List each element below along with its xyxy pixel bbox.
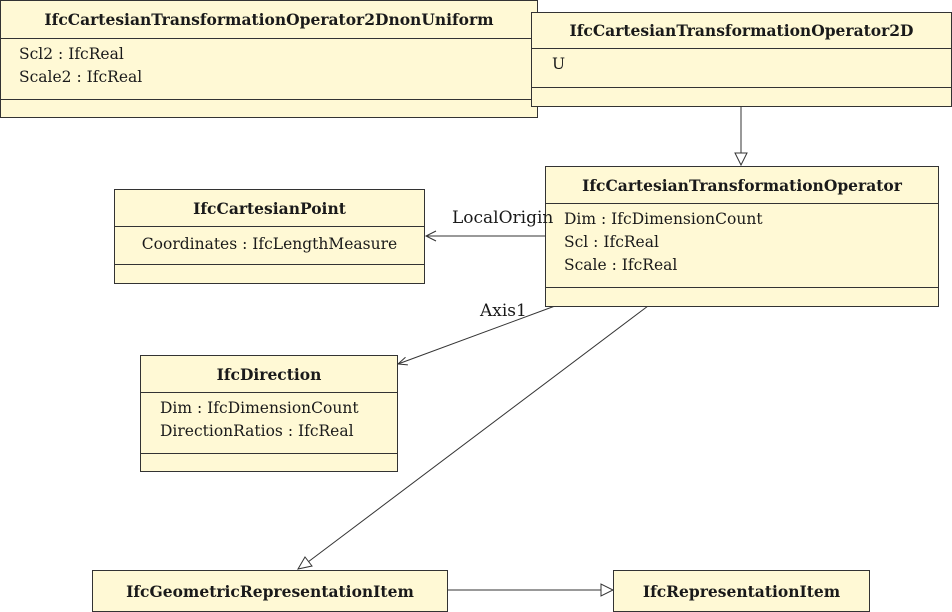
class-box-transformation-operator-2d-non-uniform[interactable]: IfcCartesianTransformationOperator2DnonU… <box>0 0 538 118</box>
class-name: IfcCartesianTransformationOperator2DnonU… <box>1 1 537 39</box>
class-attributes: Coordinates : IfcLengthMeasure <box>115 227 424 265</box>
class-box-representation-item[interactable]: IfcRepresentationItem <box>613 570 870 612</box>
generalization-arrowhead <box>734 152 748 167</box>
attribute: Scale : IfcReal <box>564 256 678 274</box>
association-arrowhead <box>396 356 408 366</box>
class-box-cartesian-point[interactable]: IfcCartesianPoint Coordinates : IfcLengt… <box>114 189 425 284</box>
attribute: Coordinates : IfcLengthMeasure <box>141 235 398 253</box>
class-box-transformation-operator-2d[interactable]: IfcCartesianTransformationOperator2D U <box>531 12 952 107</box>
attribute: Scale2 : IfcReal <box>19 68 143 86</box>
generalization-arrowhead <box>296 556 313 570</box>
class-box-geometric-representation-item[interactable]: IfcGeometricRepresentationItem <box>92 570 448 612</box>
class-name: IfcGeometricRepresentationItem <box>126 581 414 601</box>
association-axis1 <box>397 305 556 365</box>
association-label-local-origin: LocalOrigin <box>452 208 554 228</box>
class-name: IfcCartesianTransformationOperator <box>546 167 938 204</box>
class-name: IfcCartesianTransformationOperator2D <box>532 13 951 49</box>
class-name: IfcDirection <box>141 356 397 393</box>
attribute: Dim : IfcDimensionCount <box>160 399 359 417</box>
attribute: Scl : IfcReal <box>564 233 659 251</box>
class-box-transformation-operator[interactable]: IfcCartesianTransformationOperator Dim :… <box>545 166 939 307</box>
attribute: Scl2 : IfcReal <box>19 45 124 63</box>
class-attributes: Dim : IfcDimensionCount DirectionRatios … <box>141 393 397 454</box>
association-arrowhead <box>424 230 437 242</box>
attribute: DirectionRatios : IfcReal <box>160 422 354 440</box>
association-label-axis1: Axis1 <box>480 301 527 321</box>
class-name: IfcCartesianPoint <box>115 190 424 227</box>
class-attributes: Scl2 : IfcReal Scale2 : IfcReal <box>1 39 537 100</box>
generalization-arrowhead <box>600 583 615 597</box>
class-attributes: Dim : IfcDimensionCount Scl : IfcReal Sc… <box>546 204 938 288</box>
class-box-direction[interactable]: IfcDirection Dim : IfcDimensionCount Dir… <box>140 355 398 472</box>
class-attributes: U <box>532 49 951 88</box>
generalization-operator-to-geom-item <box>307 305 649 563</box>
class-name: IfcRepresentationItem <box>642 581 841 601</box>
attribute: U <box>552 55 566 73</box>
attribute: Dim : IfcDimensionCount <box>564 210 763 228</box>
